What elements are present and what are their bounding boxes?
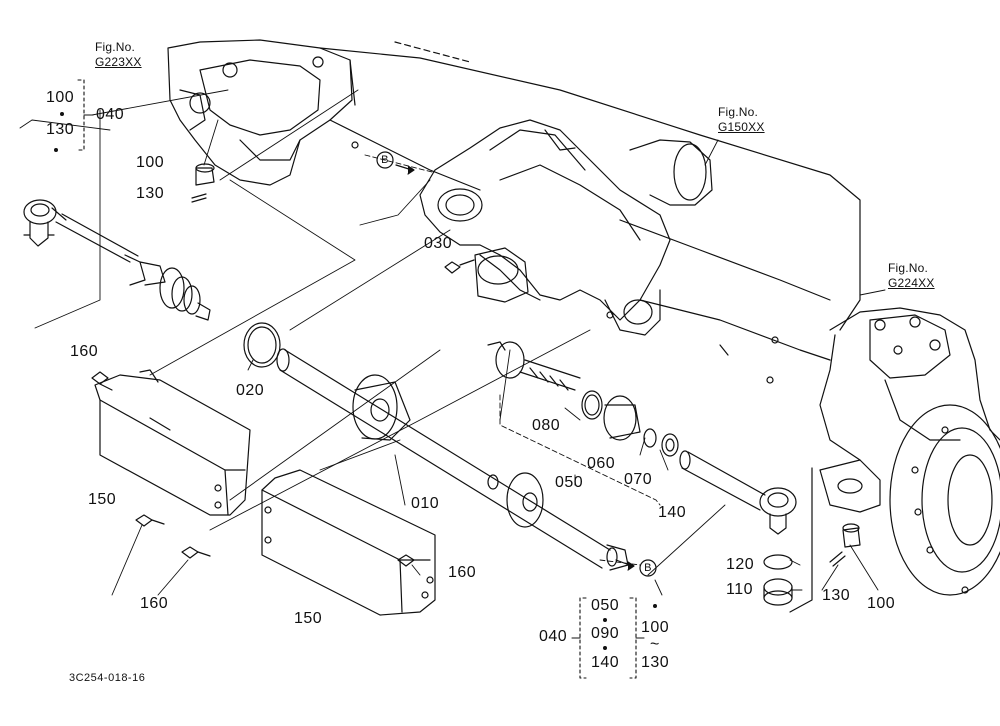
figref-top-center-label: Fig.No. xyxy=(718,105,759,119)
figref-right-label: Fig.No. xyxy=(888,261,929,275)
separator-dot xyxy=(603,646,607,650)
group-050: 050 xyxy=(591,597,620,614)
snap-ring-020 xyxy=(243,322,281,368)
marker-b-bottom-circle xyxy=(639,559,657,577)
part-100-nut: 100 xyxy=(136,154,165,171)
shield-150-bottom xyxy=(261,469,436,616)
shield-150-left xyxy=(94,369,251,516)
part-010: 010 xyxy=(411,495,440,512)
part-140: 140 xyxy=(658,504,687,521)
tie-rod-tube xyxy=(276,348,629,571)
part-050-mid: 050 xyxy=(555,474,584,491)
tie-rod-end-left xyxy=(23,199,211,321)
part-150-left: 150 xyxy=(88,491,117,508)
separator-dot xyxy=(653,604,657,608)
part-120: 120 xyxy=(726,556,755,573)
part-070: 070 xyxy=(624,471,653,488)
part-040-top: 040 xyxy=(96,106,125,123)
leader-lines xyxy=(19,89,886,596)
part-030: 030 xyxy=(424,235,453,252)
part-100-right: 100 xyxy=(867,595,896,612)
arrow-head-b-top xyxy=(407,165,415,175)
fasteners xyxy=(91,163,861,567)
right-final-drive xyxy=(789,307,1000,613)
part-150-bottom: 150 xyxy=(294,610,323,627)
part-060: 060 xyxy=(587,455,616,472)
marker-b-top: B xyxy=(381,154,389,166)
part-130-pin: 130 xyxy=(136,185,165,202)
front-axle-housing xyxy=(167,39,861,384)
group-140: 140 xyxy=(591,654,620,671)
part-100-top: 100 xyxy=(46,89,75,106)
figref-right-code: G224XX xyxy=(888,276,935,290)
separator-dot xyxy=(60,112,64,116)
part-110: 110 xyxy=(726,581,754,598)
group-range-tilde: ~ xyxy=(650,636,660,653)
figref-top-center-code: G150XX xyxy=(718,120,765,134)
part-160-bottom-right: 160 xyxy=(448,564,477,581)
part-020: 020 xyxy=(236,382,265,399)
group-090: 090 xyxy=(591,625,620,642)
part-160-bottom-left: 160 xyxy=(140,595,169,612)
figref-top-left-label: Fig.No. xyxy=(95,40,136,54)
part-160-top: 160 xyxy=(70,343,99,360)
marker-b-bottom: B xyxy=(644,562,652,574)
part-080: 080 xyxy=(532,417,561,434)
group-100: 100 xyxy=(641,619,670,636)
separator-dot xyxy=(603,618,607,622)
ball-joint-inner xyxy=(487,341,679,457)
group-130: 130 xyxy=(641,654,670,671)
part-130-right: 130 xyxy=(822,587,851,604)
tie-rod-end-right xyxy=(679,450,797,606)
arrow-head-b-bottom xyxy=(627,561,635,571)
part-130-top: 130 xyxy=(46,121,75,138)
drawing-code: 3C254-018-16 xyxy=(69,672,146,684)
figref-top-left-code: G223XX xyxy=(95,55,142,69)
group-040: 040 xyxy=(539,628,568,645)
marker-b-top-circle xyxy=(376,151,394,169)
separator-dot xyxy=(54,148,58,152)
group-brackets xyxy=(77,79,645,679)
